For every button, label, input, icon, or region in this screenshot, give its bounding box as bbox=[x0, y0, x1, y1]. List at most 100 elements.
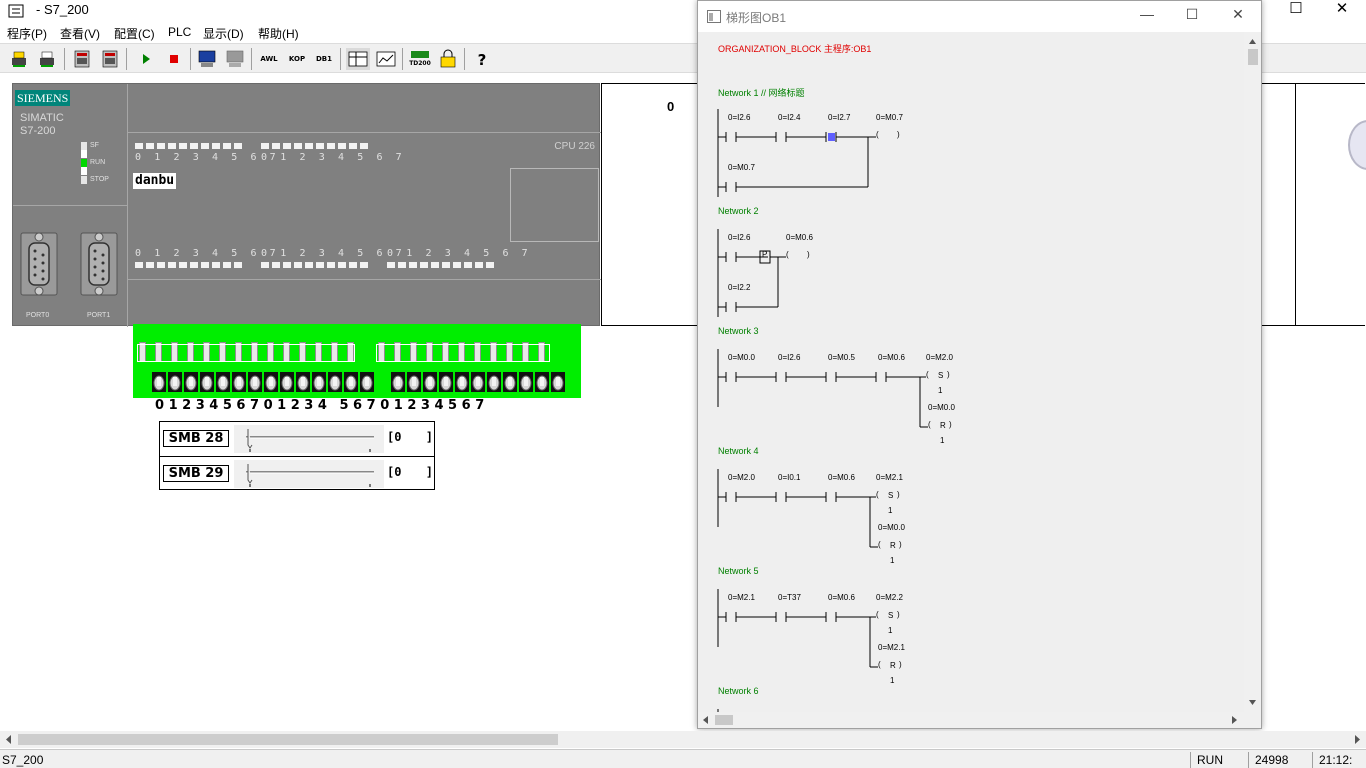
network-title: Network 5 bbox=[718, 566, 759, 576]
run-icon[interactable] bbox=[134, 48, 158, 70]
led-spacer-2 bbox=[81, 167, 87, 175]
load-program-icon[interactable] bbox=[8, 48, 32, 70]
menu-config[interactable]: 配置(C) bbox=[114, 27, 155, 41]
input-toggle-icon[interactable] bbox=[407, 372, 421, 392]
contact-address: 0=I2.4 bbox=[778, 113, 801, 122]
stop-icon[interactable] bbox=[162, 48, 186, 70]
input-toggle-icon[interactable] bbox=[328, 372, 342, 392]
ladder-window: 梯形图OB1 — ☐ ✕ ORGANIZATION_BLOCK 主程序:OB1 … bbox=[697, 0, 1262, 729]
kop-button[interactable]: KOP bbox=[288, 55, 306, 63]
coil-count: 1 bbox=[940, 436, 945, 445]
main-horizontal-scrollbar[interactable] bbox=[0, 731, 1366, 748]
switch-rail bbox=[376, 344, 550, 362]
awl-button[interactable]: AWL bbox=[260, 55, 278, 63]
ladder-minimize-button[interactable]: — bbox=[1140, 6, 1154, 22]
input-toggle-icon[interactable] bbox=[344, 372, 358, 392]
divider bbox=[127, 84, 128, 327]
ladder-maximize-button[interactable]: ☐ bbox=[1185, 6, 1199, 22]
input-toggle-icon[interactable] bbox=[503, 372, 517, 392]
expansion-value: 0 bbox=[667, 99, 675, 114]
switch-rail bbox=[137, 344, 355, 362]
coil-type: R bbox=[890, 661, 896, 670]
input-toggle-icon[interactable] bbox=[264, 372, 278, 392]
input-toggle-icon[interactable] bbox=[296, 372, 310, 392]
lock-icon[interactable] bbox=[436, 48, 460, 70]
plc-module-icon[interactable] bbox=[70, 48, 94, 70]
input-toggle-icon[interactable] bbox=[471, 372, 485, 392]
maximize-button[interactable]: ☐ bbox=[1289, 0, 1303, 17]
knob-icon bbox=[1348, 120, 1366, 170]
menu-view[interactable]: 查看(V) bbox=[60, 27, 100, 41]
status-app: S7_200 bbox=[2, 753, 44, 767]
close-button[interactable]: ✕ bbox=[1335, 0, 1349, 17]
menu-program[interactable]: 程序(P) bbox=[7, 27, 47, 41]
smb29-slider[interactable] bbox=[234, 460, 384, 488]
input-toggle-icon[interactable] bbox=[200, 372, 214, 392]
coil-bracket: ) bbox=[897, 490, 900, 499]
smb-panel: SMB 28 [0] SMB 29 [0] bbox=[159, 421, 435, 490]
input-toggle-icon[interactable] bbox=[312, 372, 326, 392]
siemens-logo: SIEMENS bbox=[15, 90, 70, 106]
window-title: - S7_200 bbox=[36, 2, 89, 17]
scroll-corner bbox=[1244, 712, 1261, 728]
menu-plc[interactable]: PLC bbox=[168, 25, 192, 39]
status-table-icon[interactable] bbox=[346, 48, 370, 70]
input-toggle-icon[interactable] bbox=[519, 372, 533, 392]
status-time: 21:12: bbox=[1312, 752, 1366, 768]
org-block-title: ORGANIZATION_BLOCK 主程序:OB1 bbox=[718, 44, 872, 54]
menu-help[interactable]: 帮助(H) bbox=[258, 27, 299, 41]
input-toggle-icon[interactable] bbox=[391, 372, 405, 392]
input-toggle-icon[interactable] bbox=[232, 372, 246, 392]
db1-button[interactable]: DB1 bbox=[315, 55, 333, 63]
ladder-vertical-scrollbar[interactable] bbox=[1244, 32, 1261, 712]
coil-bracket: ) bbox=[947, 370, 950, 379]
coil-count: 1 bbox=[890, 556, 895, 565]
input-toggle-icon[interactable] bbox=[423, 372, 437, 392]
coil-type: R bbox=[890, 541, 896, 550]
smb28-value-field[interactable]: [0] bbox=[387, 430, 433, 444]
input-toggle-icon[interactable] bbox=[248, 372, 262, 392]
input-toggle-icon[interactable] bbox=[184, 372, 198, 392]
input-toggle-icon[interactable] bbox=[152, 372, 166, 392]
load-data-icon[interactable] bbox=[36, 48, 60, 70]
help-glyph: ? bbox=[478, 51, 487, 69]
smb29-row: SMB 29 [0] bbox=[160, 456, 434, 490]
ladder-horizontal-scrollbar[interactable] bbox=[698, 712, 1244, 728]
input-toggle-icon[interactable] bbox=[168, 372, 182, 392]
expansion-panel-2 bbox=[1295, 83, 1366, 326]
ladder-diagram bbox=[717, 109, 928, 712]
input-toggle-icon[interactable] bbox=[551, 372, 565, 392]
input-toggle-icon[interactable] bbox=[535, 372, 549, 392]
contact-address: 0=I2.6 bbox=[728, 233, 751, 242]
coil-address: 0=M2.2 bbox=[876, 593, 903, 602]
input-toggle-icon[interactable] bbox=[455, 372, 469, 392]
input-bit-labels: 0 1 2 3 4 5 6 7 bbox=[261, 152, 406, 163]
plc-module-2-icon[interactable] bbox=[98, 48, 122, 70]
coil-bracket: ( bbox=[786, 250, 789, 259]
menu-display[interactable]: 显示(D) bbox=[203, 27, 244, 41]
td200-button[interactable]: TD200 bbox=[408, 48, 432, 70]
coil-bracket: ) bbox=[807, 250, 810, 259]
input-toggle-icon[interactable] bbox=[487, 372, 501, 392]
monitor-icon[interactable] bbox=[195, 48, 219, 70]
coil-bracket: ( bbox=[876, 610, 879, 619]
smb29-value-field[interactable]: [0] bbox=[387, 465, 433, 479]
input-led-row bbox=[135, 143, 242, 149]
input-toggle-icon[interactable] bbox=[360, 372, 374, 392]
ladder-editor[interactable]: ORGANIZATION_BLOCK 主程序:OB1 Network 1 // … bbox=[698, 32, 1244, 712]
ladder-close-button[interactable]: ✕ bbox=[1232, 6, 1244, 22]
input-toggle-icon[interactable] bbox=[439, 372, 453, 392]
monitor-disabled-icon[interactable] bbox=[223, 48, 247, 70]
output-bit-labels: 0 1 2 3 4 5 6 7 bbox=[261, 248, 406, 259]
led-spacer bbox=[81, 150, 87, 158]
help-icon[interactable]: ? bbox=[470, 48, 494, 70]
cpu-label: CPU 226 bbox=[554, 141, 595, 152]
input-toggle-icon[interactable] bbox=[280, 372, 294, 392]
contact-address: 0=M0.6 bbox=[828, 473, 855, 482]
coil-type: R bbox=[940, 421, 946, 430]
input-toggle-icon[interactable] bbox=[216, 372, 230, 392]
smb28-slider[interactable] bbox=[234, 425, 384, 453]
chart-icon[interactable] bbox=[374, 48, 398, 70]
network-title: Network 6 bbox=[718, 686, 759, 696]
